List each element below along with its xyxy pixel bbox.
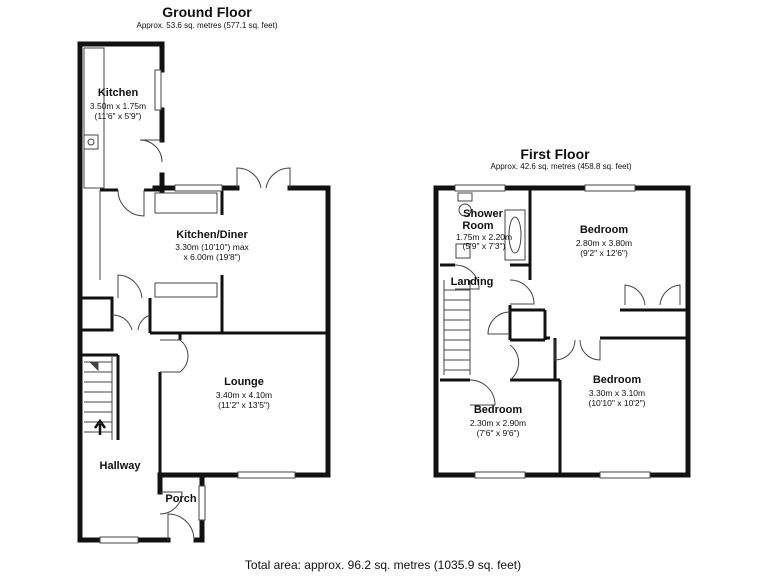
room-porch-name: Porch — [165, 493, 197, 505]
stairs-up-arrow-icon — [93, 418, 107, 435]
room-kitchen-diner-name: Kitchen/Diner — [176, 229, 248, 241]
first-floor-fittings — [443, 184, 681, 479]
room-lounge-dim-metric: 3.40m x 4.10m — [215, 390, 273, 400]
ground-floor-fittings — [83, 47, 296, 544]
room-kitchen-dim-metric: 3.50m x 1.75m — [89, 101, 147, 111]
room-kitchen-dim-imperial: (11'6" x 5'9") — [94, 111, 142, 121]
room-bedroom-3-name: Bedroom — [473, 404, 523, 416]
room-bedroom-1-name: Bedroom — [579, 224, 629, 236]
room-bedroom-2-name: Bedroom — [592, 374, 642, 386]
room-lounge-name: Lounge — [224, 376, 264, 388]
room-bedroom-1-dim-imperial: (9'2" x 12'6") — [580, 248, 628, 258]
total-area: Total area: approx. 96.2 sq. metres (103… — [244, 558, 522, 572]
first-floor-title: First Floor — [520, 146, 590, 162]
ground-floor-walls — [77, 41, 331, 543]
room-shower-name-2: Room — [462, 220, 494, 232]
room-lounge-dim-imperial: (11'2" x 13'5") — [218, 400, 270, 410]
room-shower-name-1: Shower — [463, 208, 503, 220]
room-bedroom-2-dim-metric: 3.30m x 3.10m — [588, 388, 646, 398]
first-floor-area: Approx. 42.6 sq. metres (458.8 sq. feet) — [490, 162, 632, 171]
room-bedroom-2-dim-imperial: (10'10" x 10'2") — [588, 398, 646, 408]
room-kitchen-diner-dim-1: 3.30m (10'10") max — [175, 242, 249, 252]
ground-floor-area: Approx. 53.6 sq. metres (577.1 sq. feet) — [136, 21, 278, 30]
room-bedroom-1-dim-metric: 2.80m x 3.80m — [575, 238, 633, 248]
room-shower-dim-imperial: (5'9" x 7'3") — [462, 241, 506, 251]
room-shower-dim-metric: 1.75m x 2.20m — [455, 232, 513, 242]
room-kitchen-diner-dim-2: x 6.00m (19'8") — [183, 252, 241, 262]
ground-floor-title: Ground Floor — [162, 4, 252, 20]
room-landing-name: Landing — [450, 276, 494, 288]
room-bedroom-3-dim-imperial: (7'6" x 9'6") — [476, 428, 520, 438]
room-bedroom-3-dim-metric: 2.30m x 2.90m — [469, 418, 527, 428]
first-floor-walls — [433, 185, 691, 478]
room-hallway-name: Hallway — [99, 460, 141, 472]
room-kitchen-name: Kitchen — [97, 87, 139, 99]
